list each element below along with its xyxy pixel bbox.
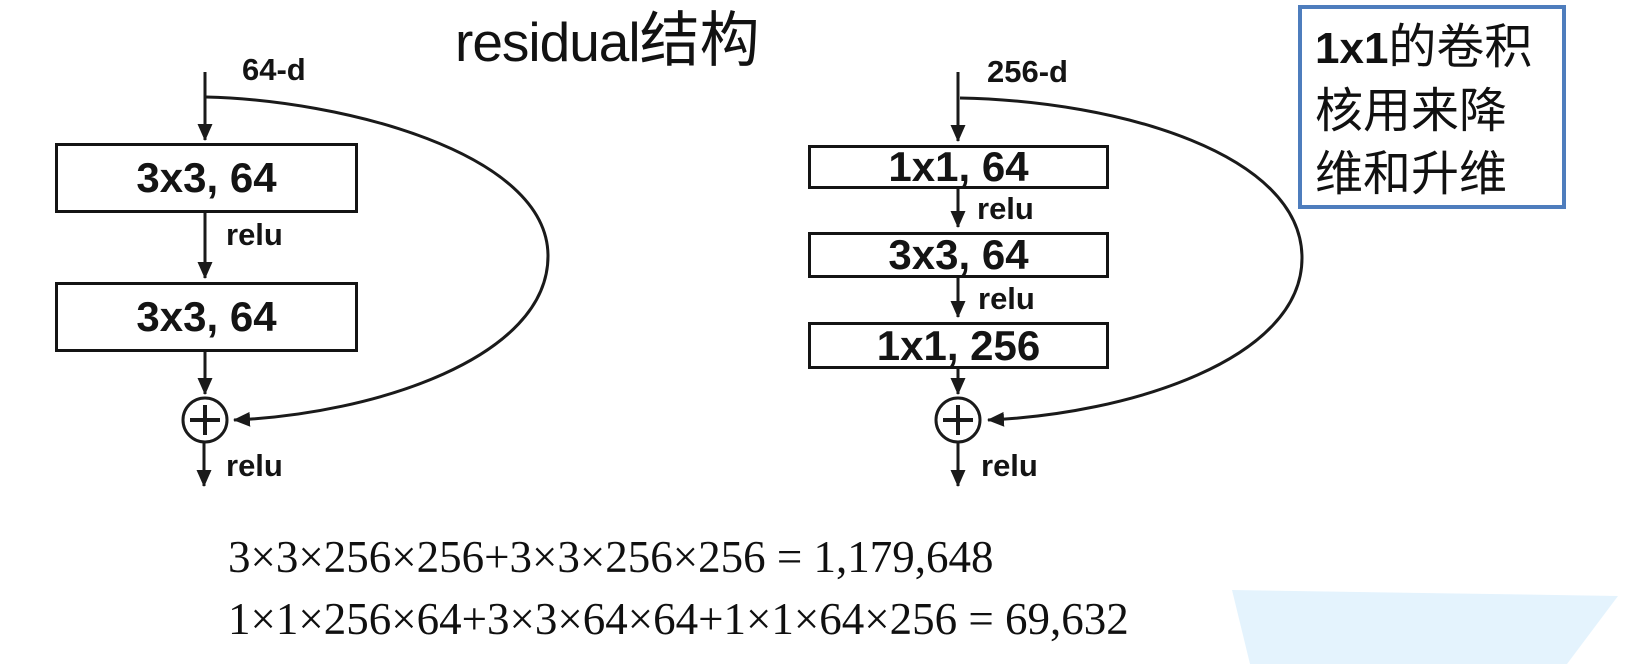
note-line-3: 维和升维 <box>1315 148 1508 201</box>
note-box: 1x1的卷积 核用来降 维和升维 <box>1298 5 1566 209</box>
decorative-corner-shape <box>1232 590 1618 664</box>
left-conv-box-2-label: 3x3, 64 <box>136 293 277 340</box>
right-conv-box-2: 3x3, 64 <box>808 232 1109 278</box>
note-line-1: 1x1的卷积 <box>1315 16 1562 80</box>
right-input-dim-label: 256-d <box>987 54 1068 89</box>
right-conv-box-2-label: 3x3, 64 <box>888 231 1029 278</box>
right-skip-connection-arrow <box>959 96 1304 427</box>
left-skip-connection-arrow <box>205 95 550 427</box>
formula-basic-params: 3×3×256×256+3×3×256×256 = 1,179,648 <box>228 532 994 582</box>
left-block-wiring <box>181 72 550 487</box>
left-input-dim-label: 64-d <box>242 52 306 87</box>
right-relu-label-out: relu <box>981 448 1038 483</box>
title-cjk: 结构 <box>639 8 760 74</box>
page-title: residual结构 <box>455 2 760 80</box>
right-block-wiring <box>934 72 1304 487</box>
title-latin: residual <box>455 11 641 73</box>
left-relu-label-mid: relu <box>226 217 283 252</box>
right-conv-box-1-label: 1x1, 64 <box>888 143 1029 190</box>
left-relu-label-out: relu <box>226 448 283 483</box>
note-line-2: 核用来降 <box>1315 85 1508 138</box>
plus-icon <box>943 405 973 435</box>
left-conv-box-2: 3x3, 64 <box>55 282 358 352</box>
right-relu-label-1: relu <box>977 191 1034 226</box>
left-conv-box-1-label: 3x3, 64 <box>136 154 277 201</box>
right-conv-box-3-label: 1x1, 256 <box>876 321 1041 369</box>
left-conv-box-1: 3x3, 64 <box>55 143 358 213</box>
right-conv-box-3: 1x1, 256 <box>808 322 1109 369</box>
right-conv-box-1: 1x1, 64 <box>808 145 1109 189</box>
plus-icon <box>190 405 220 435</box>
formula-bottleneck-params: 1×1×256×64+3×3×64×64+1×1×64×256 = 69,632 <box>228 594 1129 644</box>
note-bold-prefix: 1x1 <box>1315 24 1389 73</box>
right-relu-label-2: relu <box>978 281 1035 316</box>
note-line-1-rest: 的卷积 <box>1388 21 1533 74</box>
